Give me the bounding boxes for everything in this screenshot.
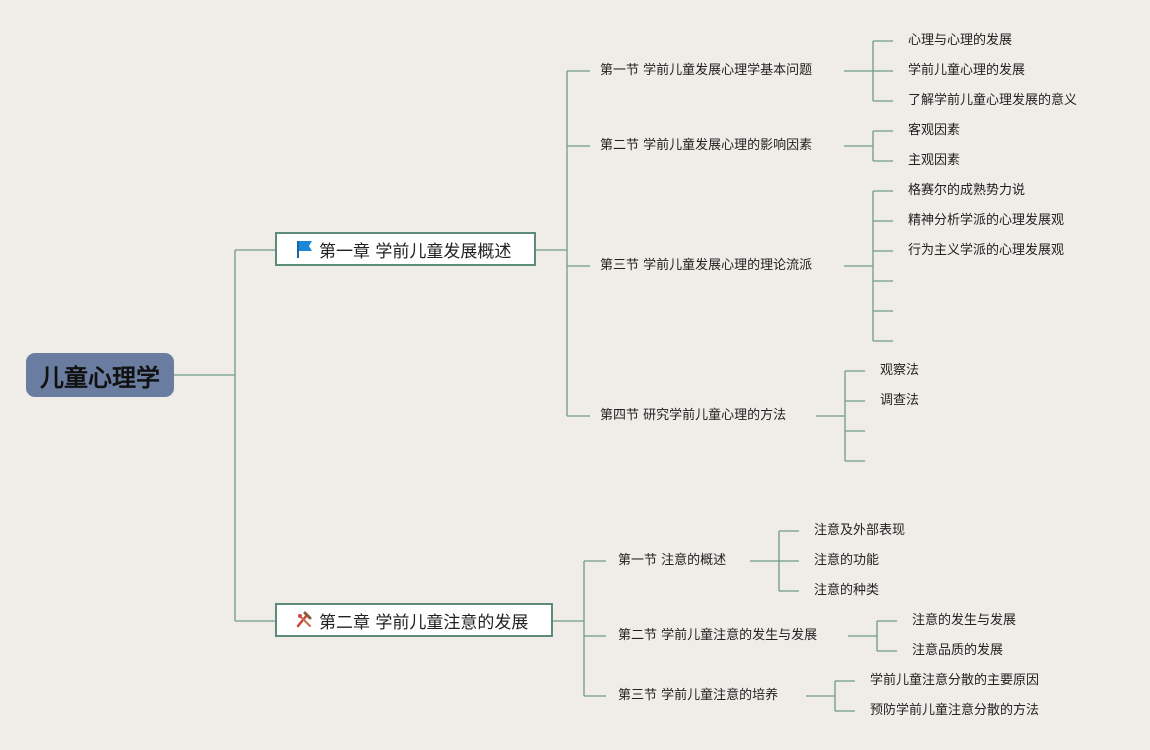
leaf-1-4-1[interactable]: 观察法 — [880, 363, 920, 378]
leaf-1-3-2[interactable]: 精神分析学派的心理发展观 — [908, 213, 1065, 228]
section-2-1[interactable]: 第一节 注意的概述 — [618, 553, 727, 568]
root-node[interactable]: 儿童心理学 — [26, 353, 174, 397]
tools-icon — [293, 609, 315, 631]
leaf-1-1-3[interactable]: 了解学前儿童心理发展的意义 — [908, 93, 1078, 108]
leaf-2-2-2[interactable]: 注意品质的发展 — [912, 643, 1004, 658]
chapter-1-label: 第一章 学前儿童发展概述 — [319, 241, 512, 262]
flag-icon — [293, 238, 315, 260]
leaf-2-1-2[interactable]: 注意的功能 — [814, 553, 880, 568]
root-label: 儿童心理学 — [40, 363, 160, 392]
section-1-3[interactable]: 第三节 学前儿童发展心理的理论流派 — [600, 258, 813, 273]
leaf-2-1-3[interactable]: 注意的种类 — [814, 583, 880, 598]
leaf-2-2-1[interactable]: 注意的发生与发展 — [912, 613, 1017, 628]
leaf-2-3-2[interactable]: 预防学前儿童注意分散的方法 — [870, 703, 1040, 718]
leaf-1-1-2[interactable]: 学前儿童心理的发展 — [908, 63, 1026, 78]
section-1-1[interactable]: 第一节 学前儿童发展心理学基本问题 — [600, 63, 813, 78]
section-2-2[interactable]: 第二节 学前儿童注意的发生与发展 — [618, 628, 818, 643]
leaf-1-3-1[interactable]: 格赛尔的成熟势力说 — [908, 183, 1026, 198]
leaf-2-3-1[interactable]: 学前儿童注意分散的主要原因 — [870, 673, 1040, 688]
leaf-1-1-1[interactable]: 心理与心理的发展 — [908, 33, 1013, 48]
chapter-2-label: 第二章 学前儿童注意的发展 — [319, 612, 529, 633]
section-2-3[interactable]: 第三节 学前儿童注意的培养 — [618, 688, 779, 703]
leaf-1-3-3[interactable]: 行为主义学派的心理发展观 — [908, 243, 1065, 258]
leaf-1-2-2[interactable]: 主观因素 — [908, 153, 961, 168]
section-1-2[interactable]: 第二节 学前儿童发展心理的影响因素 — [600, 138, 813, 153]
section-1-4[interactable]: 第四节 研究学前儿童心理的方法 — [600, 408, 787, 423]
leaf-2-1-1[interactable]: 注意及外部表现 — [814, 523, 906, 538]
leaf-1-4-2[interactable]: 调查法 — [880, 393, 920, 408]
chapter-2-node[interactable]: 第二章 学前儿童注意的发展 — [275, 603, 553, 637]
leaf-1-2-1[interactable]: 客观因素 — [908, 123, 961, 138]
chapter-1-node[interactable]: 第一章 学前儿童发展概述 — [275, 232, 536, 266]
